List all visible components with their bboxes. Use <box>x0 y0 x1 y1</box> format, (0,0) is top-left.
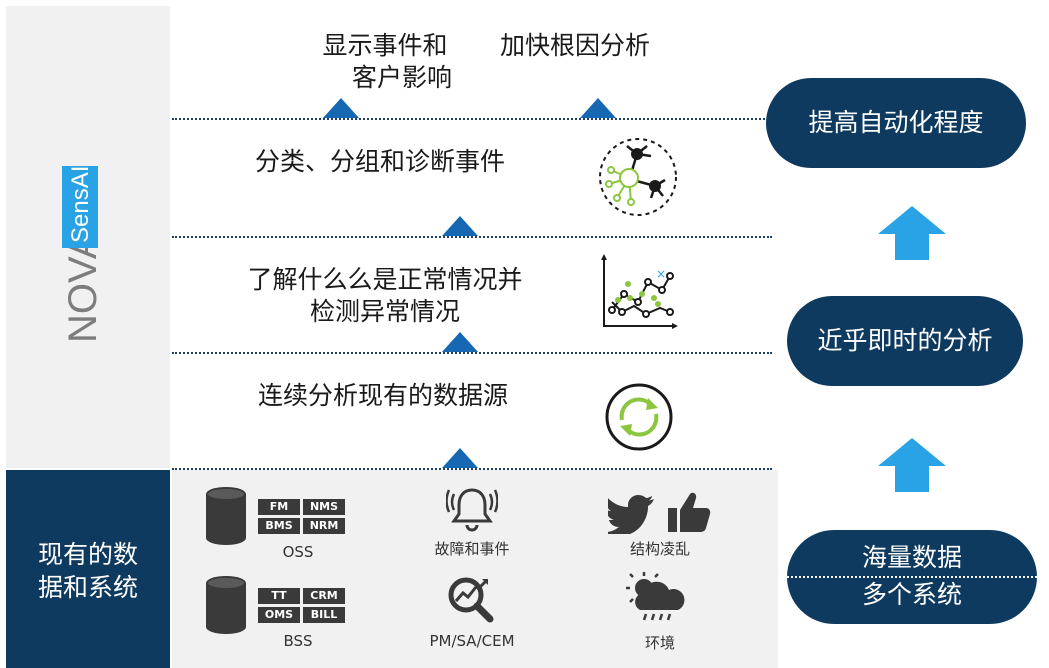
faults-label: 故障和事件 <box>434 540 510 558</box>
oss-tag: FM <box>258 499 300 515</box>
bss-tag: CRM <box>303 588 345 604</box>
network-graph-icon <box>599 138 677 216</box>
continuous-analysis-label: 连续分析现有的数据源 <box>258 381 509 410</box>
up-triangle <box>442 332 478 352</box>
massive-data-label: 海量数据 <box>861 543 962 572</box>
oss-tag: NRM <box>303 518 345 534</box>
oss-system-tags: FM NMS BMS NRM <box>258 499 345 534</box>
logo-sensai-text: SensAI <box>67 166 94 243</box>
thumbs-up-icon <box>668 492 711 532</box>
oss-database-icon <box>206 487 246 545</box>
pm-label: PM/SA/CEM <box>429 632 515 650</box>
continuous-refresh-icon <box>605 383 673 451</box>
oss-tag: BMS <box>258 518 300 534</box>
performance-search-icon <box>448 577 494 623</box>
environment-label: 环境 <box>644 634 675 652</box>
events-impact-label: 显示事件和 客户影响 <box>322 31 452 92</box>
up-triangle <box>580 98 616 118</box>
twitter-bird-icon <box>608 495 654 534</box>
svg-text:×: × <box>656 267 666 281</box>
oss-label: OSS <box>282 543 314 561</box>
near-realtime-pill: 近乎即时的分析 <box>787 296 1023 386</box>
bss-database-icon <box>206 576 246 634</box>
bss-tag: TT <box>258 588 300 604</box>
oss-tag: NMS <box>303 499 345 515</box>
layer-divider <box>172 352 772 354</box>
up-triangle <box>323 98 359 118</box>
up-arrow <box>878 206 946 260</box>
up-triangle <box>442 216 478 236</box>
alarm-bell-icon <box>446 488 498 532</box>
layer-divider <box>172 118 772 120</box>
bss-tag: OMS <box>258 607 300 623</box>
normal-anomaly-label: 了解什么么是正常情况并 检测异常情况 <box>247 265 523 326</box>
logo-nova-text: NOVA <box>61 232 105 343</box>
layer-divider <box>172 236 772 238</box>
bss-tag: BILL <box>303 607 345 623</box>
social-label: 结构凌乱 <box>629 540 690 558</box>
pill-divider <box>787 576 1037 578</box>
massive-data-pill: 海量数据 多个系统 <box>787 530 1037 624</box>
up-triangle <box>442 448 478 468</box>
automation-pill: 提高自动化程度 <box>766 78 1026 168</box>
existing-data-panel <box>6 470 170 668</box>
nova-sensai-logo: NOVA SensAI <box>61 166 105 343</box>
weather-cloud-icon <box>626 572 685 621</box>
classify-label: 分类、分组和诊断事件 <box>255 147 506 176</box>
anomaly-chart-icon: × <box>601 254 678 329</box>
layer-divider <box>172 468 772 470</box>
multiple-systems-label: 多个系统 <box>861 580 962 609</box>
bss-label: BSS <box>283 632 313 650</box>
up-arrow <box>878 438 946 492</box>
root-cause-label: 加快根因分析 <box>500 31 651 60</box>
existing-data-label: 现有的数 据和系统 <box>37 540 138 602</box>
bss-system-tags: TT CRM OMS BILL <box>258 588 345 623</box>
